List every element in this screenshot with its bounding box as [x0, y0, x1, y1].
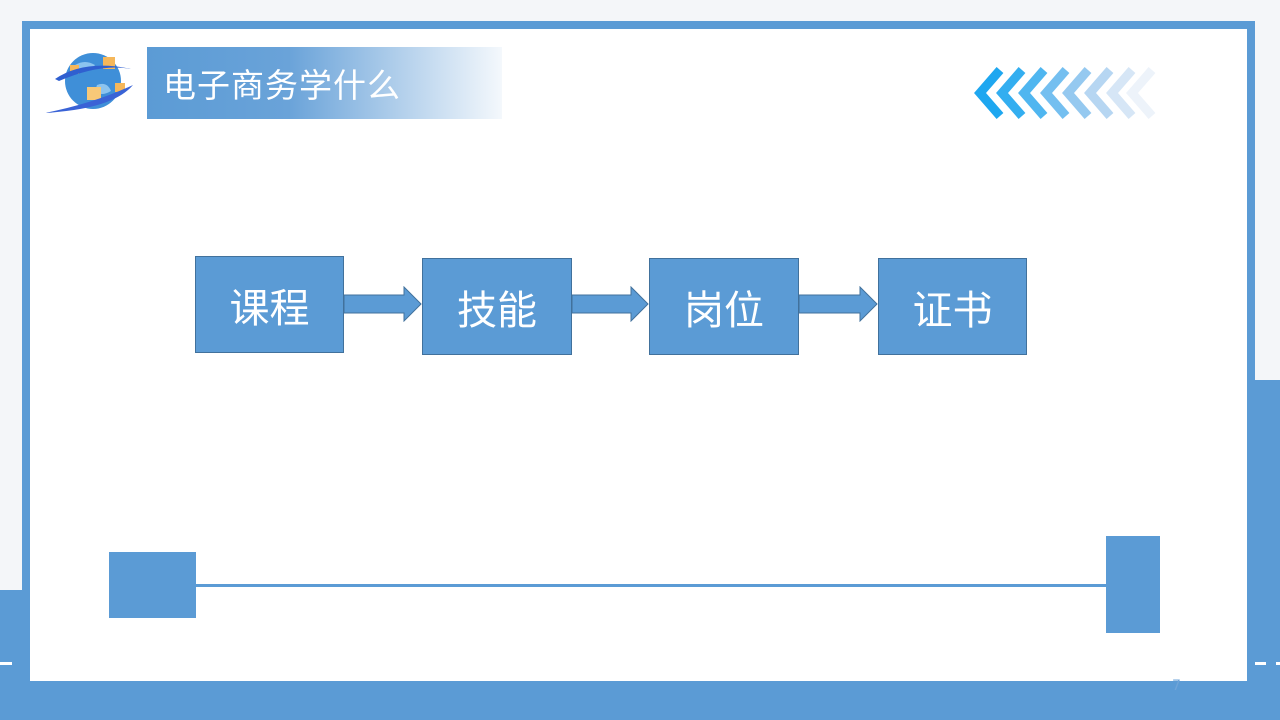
- flow-box-jobs: 岗位: [649, 258, 799, 355]
- decor-square-left: [109, 552, 196, 618]
- flow-box-certificates: 证书: [878, 258, 1027, 355]
- flow-box-courses: 课程: [195, 256, 344, 353]
- slide-frame: [22, 21, 1255, 689]
- flow-box-skills: 技能: [422, 258, 572, 355]
- arrow-right-icon: [344, 286, 422, 322]
- decor-square-right: [1106, 536, 1160, 633]
- globe-logo-icon: [45, 53, 133, 113]
- chevron-left-icon: [974, 67, 1156, 119]
- arrow-right-icon: [799, 286, 878, 322]
- page-number: 7: [1172, 678, 1181, 694]
- title-bar: 电子商务学什么: [147, 47, 502, 119]
- arrow-right-icon: [572, 286, 649, 322]
- decor-line: [196, 584, 1108, 587]
- slide-title: 电子商务学什么: [163, 66, 401, 105]
